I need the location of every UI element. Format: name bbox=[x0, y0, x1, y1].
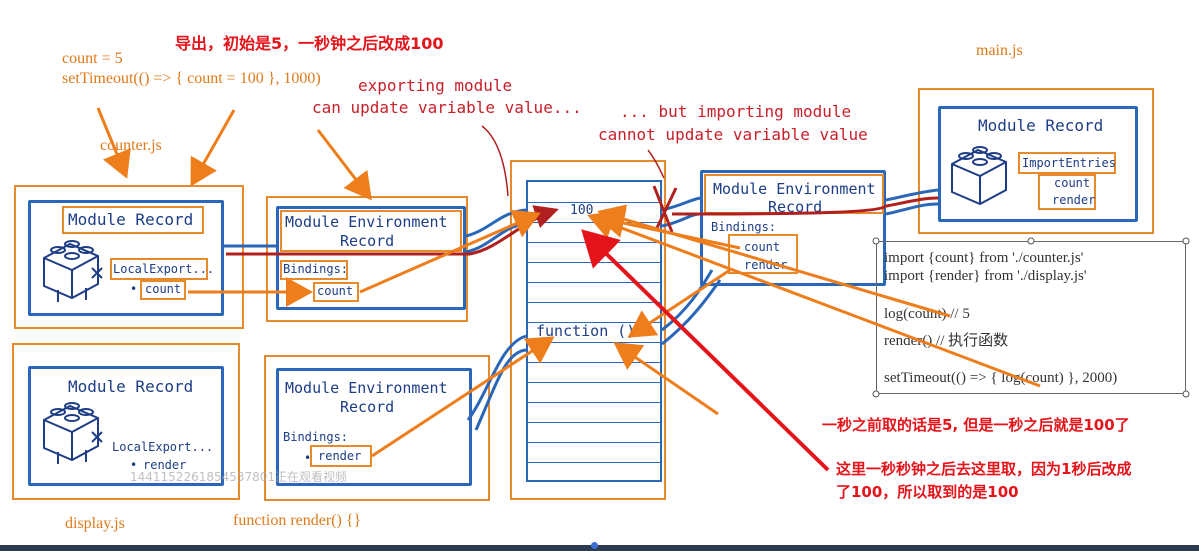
stack-row bbox=[528, 302, 660, 303]
display-js-label: display.js bbox=[65, 515, 125, 532]
stack-row bbox=[528, 382, 660, 383]
stack-value-cell: 100 bbox=[570, 203, 594, 218]
arrow-code-to-counter-frame bbox=[190, 109, 236, 187]
stack-row bbox=[528, 462, 660, 463]
exporting-callout-line1: exporting module bbox=[358, 76, 513, 95]
main-import-render: render bbox=[1052, 193, 1096, 207]
display-module-frame bbox=[12, 343, 240, 500]
display-bindings-label: Bindings: bbox=[283, 430, 349, 444]
main-module-record-title: Module Record bbox=[978, 116, 1104, 135]
counter-count-label: count bbox=[145, 282, 182, 296]
counter-bindings-tag bbox=[280, 260, 348, 280]
stack-row bbox=[528, 202, 660, 203]
watermark: 1441152261854537801正在观看视频 bbox=[130, 470, 348, 484]
stack-row bbox=[528, 282, 660, 283]
counter-env-title-line1: Module Environment bbox=[285, 213, 448, 231]
bottom-bar bbox=[0, 545, 1199, 551]
code-count-line: count = 5 bbox=[62, 50, 123, 67]
display-env-title-line1: Module Environment bbox=[285, 379, 448, 397]
note-after-line1: 这里一秒秒钟之后去这里取，因为1秒后改成 bbox=[836, 460, 1132, 478]
stack-row bbox=[528, 362, 660, 363]
main-import-entries-tag bbox=[1018, 152, 1116, 174]
display-env-render-tag bbox=[310, 445, 372, 467]
code-main-line4: render() // 执行函数 bbox=[884, 333, 1009, 349]
display-render-label: render bbox=[143, 458, 187, 472]
arrow-exporting-to-env bbox=[316, 129, 372, 201]
counter-module-record-title: Module Record bbox=[68, 210, 194, 229]
main-env-title-line2: Record bbox=[768, 198, 823, 216]
main-binding-count: count bbox=[744, 240, 781, 254]
stack-row bbox=[528, 402, 660, 403]
stack-row bbox=[528, 422, 660, 423]
counter-js-label: counter.js bbox=[100, 137, 162, 154]
importing-callout-line2: cannot update variable value bbox=[598, 125, 868, 144]
counter-env-count-label: count bbox=[317, 284, 354, 298]
main-env-title-line1: Module Environment bbox=[713, 180, 876, 198]
code-main-line3: log(count) // 5 bbox=[884, 306, 970, 322]
display-bullet: • bbox=[130, 458, 138, 472]
counter-bindings-label: Bindings: bbox=[283, 262, 349, 276]
counter-env-title-line2: Record bbox=[340, 232, 395, 250]
stack-row bbox=[528, 262, 660, 263]
code-main-line1: import {count} from './counter.js' bbox=[884, 250, 1084, 266]
exporting-callout-line2: can update variable value... bbox=[312, 98, 582, 117]
display-env-render-label: render bbox=[318, 449, 362, 463]
importing-callout-line1: ... but importing module bbox=[620, 102, 852, 121]
note-after-line2: 了100，所以取到的是100 bbox=[836, 483, 1019, 501]
code-main-line2: import {render} from './display.js' bbox=[884, 268, 1087, 284]
counter-module-record-title-tag bbox=[62, 206, 204, 234]
stack-row bbox=[528, 242, 660, 243]
code-settimeout-line: setTimeout(() => { count = 100 }, 1000) bbox=[62, 70, 321, 87]
stack-row bbox=[528, 342, 660, 343]
counter-local-export-tag bbox=[110, 258, 208, 280]
display-module-record-title: Module Record bbox=[68, 377, 194, 396]
main-import-count: count bbox=[1054, 176, 1091, 190]
counter-count-tag bbox=[140, 280, 186, 300]
note-before-after: 一秒之前取的话是5, 但是一秒之后就是100了 bbox=[822, 416, 1130, 434]
counter-bullet: • bbox=[130, 282, 138, 296]
counter-module-frame bbox=[14, 185, 244, 329]
code-main-line5: setTimeout(() => { log(count) }, 2000) bbox=[884, 370, 1118, 386]
counter-env-count-tag bbox=[313, 282, 359, 302]
stack-function-cell: function () bbox=[536, 322, 636, 340]
main-imports-list-tag bbox=[1038, 174, 1096, 210]
display-local-export-label: LocalExport... bbox=[112, 440, 214, 454]
export-callout-pointer bbox=[481, 125, 509, 197]
main-js-label: main.js bbox=[976, 42, 1023, 59]
display-env-bullet: • bbox=[304, 451, 312, 465]
function-render-label: function render() {} bbox=[233, 512, 362, 529]
stack-row bbox=[528, 442, 660, 443]
counter-local-export-label: LocalExport... bbox=[113, 262, 215, 276]
main-binding-render: render bbox=[744, 258, 788, 272]
stack-row bbox=[528, 222, 660, 223]
counter-env-bullet: • bbox=[305, 286, 313, 300]
main-bindings-label: Bindings: bbox=[711, 220, 777, 234]
main-import-entries-label: ImportEntries bbox=[1022, 156, 1116, 170]
blue-link-main-env bbox=[661, 196, 701, 228]
timeline-dot[interactable] bbox=[591, 542, 598, 549]
top-note: 导出，初始是5，一秒钟之后改成100 bbox=[175, 34, 444, 53]
display-env-title-line2: Record bbox=[340, 398, 395, 416]
